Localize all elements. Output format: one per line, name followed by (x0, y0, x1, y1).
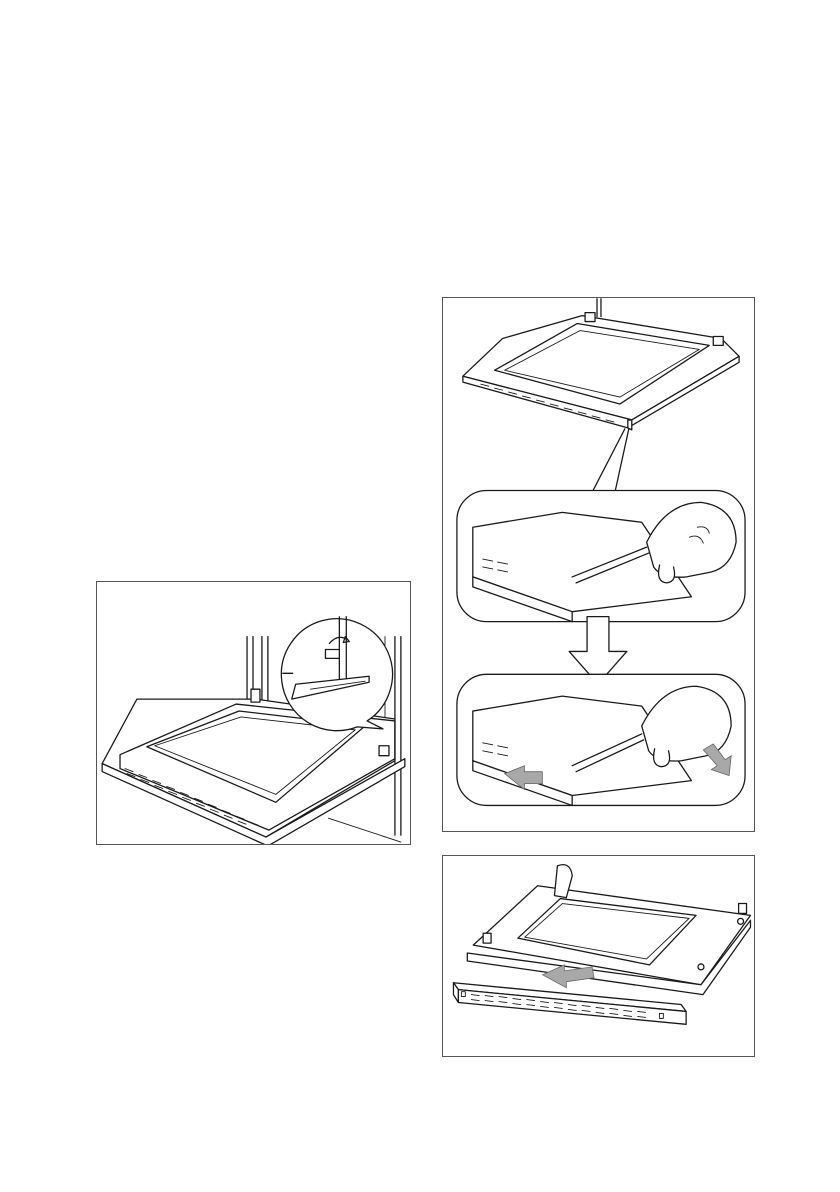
hinge-left-icon (585, 313, 595, 322)
door-strip-removal-illustration (443, 298, 754, 831)
hinge-right-icon (713, 336, 723, 345)
vent-strip-removal-illustration (443, 856, 754, 1056)
oven-door-hinge-illustration (97, 582, 410, 844)
figure-door-hinge (96, 581, 411, 845)
oven-door-icon (463, 299, 739, 430)
figure-door-strip (442, 297, 755, 832)
callout-pointer (592, 429, 629, 493)
door-frame-icon (467, 865, 750, 995)
detail-bubble-screwdriver-insert (457, 490, 745, 621)
hinge-left-icon (251, 689, 260, 702)
figure-vent-remove (442, 855, 755, 1057)
vent-strip-icon (453, 983, 686, 1025)
detail-bubble-screwdriver-lift (457, 674, 745, 805)
hinge-right-icon (379, 746, 389, 756)
zoom-callout-icon (281, 617, 392, 731)
